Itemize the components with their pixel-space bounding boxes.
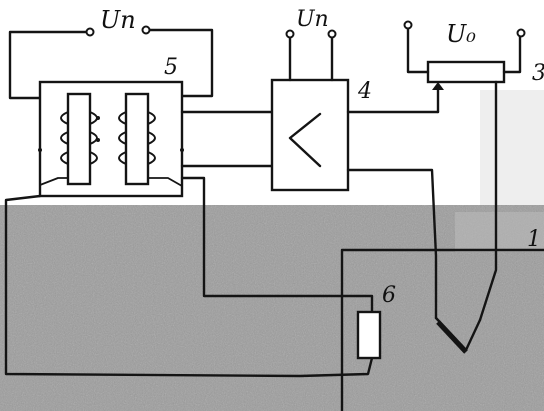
label-item-6: 6 [382, 283, 396, 308]
label-u-out: U₀ [446, 20, 476, 48]
probe-sensor [434, 316, 482, 354]
potentiometer-block [403, 20, 526, 322]
heater-resistor [356, 310, 382, 360]
medium-boundary [340, 248, 544, 411]
supply-wiring [8, 25, 214, 100]
label-supply-top: Uп [100, 6, 136, 34]
amplifier-block [270, 29, 440, 320]
u0-terminal-left [403, 20, 413, 30]
u0-terminal-right [516, 28, 526, 38]
label-item-4: 4 [357, 79, 372, 104]
transformer-amplifier-wiring [180, 110, 274, 168]
transformer-block [38, 80, 184, 198]
label-supply-amp: Uп [296, 7, 329, 32]
heater-circuit [4, 176, 382, 378]
supply-terminal-right [141, 25, 151, 35]
label-item-5: 5 [164, 55, 178, 80]
supply-terminal-left [85, 27, 95, 37]
amp-supply-terminal-right [327, 29, 337, 39]
amp-supply-terminal-left [285, 29, 295, 39]
label-item-3: 3 [532, 61, 544, 86]
label-item-1: 1 [527, 227, 541, 252]
